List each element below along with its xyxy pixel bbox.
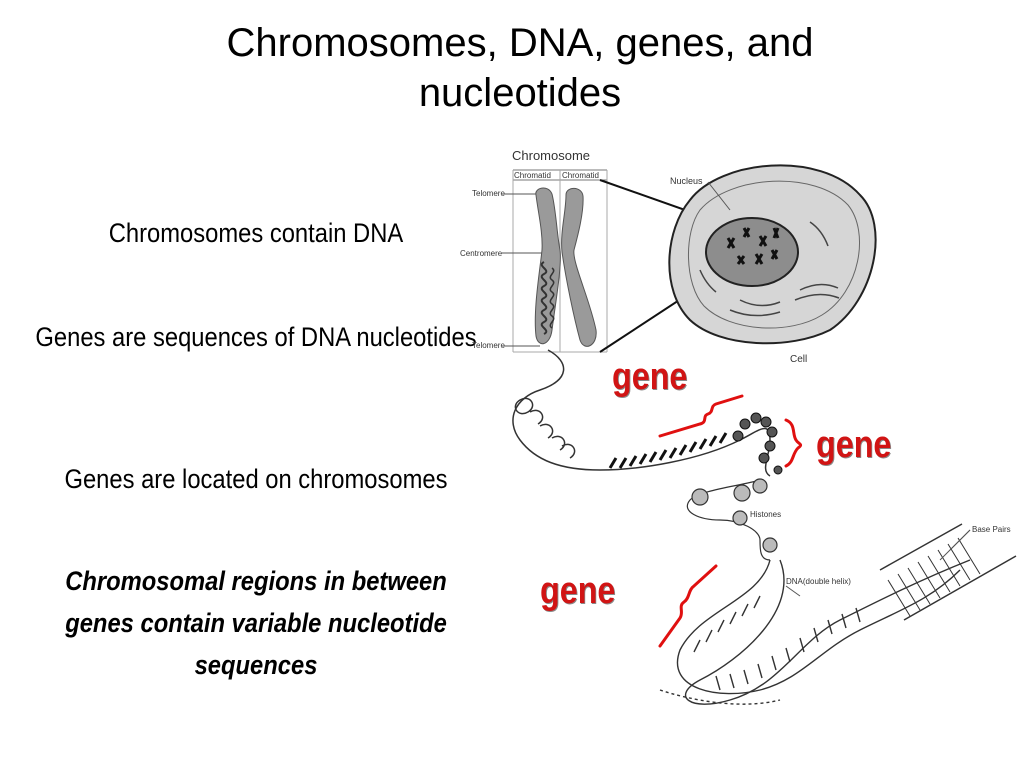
gene-brackets: [658, 394, 803, 648]
label-base-pairs: Base Pairs: [972, 525, 1011, 534]
base-pair-ladder: Base Pairs: [879, 523, 1017, 621]
label-dna: DNA(double helix): [786, 577, 851, 586]
histone-beads: Histones: [686, 478, 781, 561]
gene-label-3: gene: [540, 570, 616, 612]
gene-bracket-1: [658, 394, 744, 438]
gene-bracket-2: [784, 418, 803, 468]
bullet-intergenic-regions: Chromosomal regions in between genes con…: [65, 566, 447, 680]
label-cell: Cell: [790, 354, 807, 365]
bullet-chromosomes-contain-dna: Chromosomes contain DNA: [108, 218, 404, 248]
gene-bracket-3: [658, 564, 718, 648]
label-telomere-top: Telomere: [472, 189, 505, 198]
label-chromatid-right: Chromatid: [562, 171, 599, 180]
label-chromatid-left: Chromatid: [514, 171, 551, 180]
label-centromere: Centromere: [460, 249, 503, 258]
bullet-genes-are-sequences: Genes are sequences of DNA nucleotides: [35, 322, 477, 352]
label-chromosome: Chromosome: [512, 148, 590, 163]
bullet-genes-located-on-chromosomes: Genes are located on chromosomes: [64, 464, 448, 494]
chromosome-figure: Chromosome Chromatid Chromatid Telomere …: [460, 148, 608, 353]
dna-double-helix: DNA(double helix): [659, 559, 971, 705]
gene-label-2: gene: [816, 424, 892, 466]
label-telomere-bottom: Telomere: [472, 341, 505, 350]
slide-title: Chromosomes, DNA, genes, and nucleotides: [226, 21, 814, 115]
label-histones: Histones: [750, 510, 781, 519]
chromosomes-in-nucleus: [726, 227, 780, 265]
chromatin-fiber: [512, 349, 771, 477]
cell-figure: Nucleus Cell: [599, 164, 877, 365]
label-nucleus: Nucleus: [670, 176, 703, 186]
gene-label-1: gene: [612, 356, 688, 398]
nucleosome-beads: [732, 412, 783, 475]
